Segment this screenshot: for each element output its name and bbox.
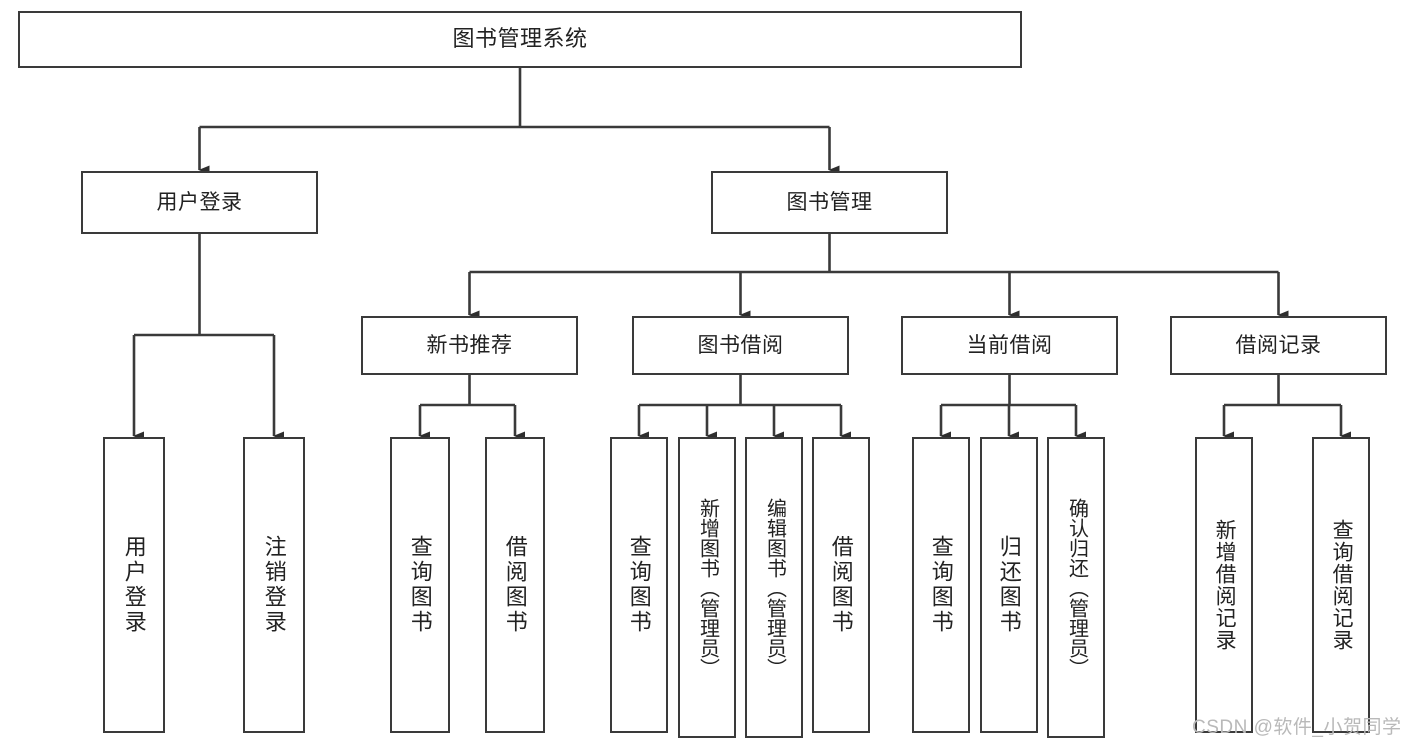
node-new-book-recommend[interactable]: 新书推荐: [361, 316, 578, 375]
node-leaf-user-login[interactable]: 用户登录: [103, 437, 165, 733]
node-label: 查询图书: [407, 535, 433, 635]
node-leaf-borrow-book-1[interactable]: 借阅图书: [485, 437, 545, 733]
node-leaf-edit-book[interactable]: 编辑图书（管理员）: [745, 437, 803, 738]
node-label: 用户登录: [121, 535, 147, 635]
node-leaf-query-book-1[interactable]: 查询图书: [390, 437, 450, 733]
node-user-login[interactable]: 用户登录: [81, 171, 318, 234]
node-label: 用户登录: [156, 190, 243, 214]
node-label: 图书借阅: [697, 333, 784, 357]
node-book-management[interactable]: 图书管理: [711, 171, 948, 234]
node-label: 图书管理系统: [452, 26, 588, 52]
node-leaf-add-book[interactable]: 新增图书（管理员）: [678, 437, 736, 738]
node-label: 图书管理: [786, 190, 873, 214]
node-label: 新增借阅记录: [1213, 519, 1237, 651]
node-label: 确认归还（管理员）: [1065, 497, 1088, 678]
node-label: 新增图书（管理员）: [696, 497, 719, 678]
node-leaf-query-book-2[interactable]: 查询图书: [610, 437, 668, 733]
node-root-system[interactable]: 图书管理系统: [18, 11, 1022, 68]
node-label: 编辑图书（管理员）: [763, 497, 786, 678]
node-leaf-borrow-book-2[interactable]: 借阅图书: [812, 437, 870, 733]
node-label: 新书推荐: [426, 333, 513, 357]
node-label: 当前借阅: [966, 333, 1053, 357]
node-current-borrow[interactable]: 当前借阅: [901, 316, 1118, 375]
node-leaf-query-record[interactable]: 查询借阅记录: [1312, 437, 1370, 733]
node-leaf-return-book[interactable]: 归还图书: [980, 437, 1038, 733]
node-label: 借阅图书: [502, 535, 528, 635]
node-label: 注销登录: [261, 535, 287, 635]
node-label: 查询图书: [626, 535, 652, 635]
node-leaf-add-record[interactable]: 新增借阅记录: [1195, 437, 1253, 733]
node-leaf-confirm-return[interactable]: 确认归还（管理员）: [1047, 437, 1105, 738]
node-label: 查询图书: [928, 535, 954, 635]
node-leaf-query-book-3[interactable]: 查询图书: [912, 437, 970, 733]
node-label: 归还图书: [996, 535, 1022, 635]
node-borrow-record[interactable]: 借阅记录: [1170, 316, 1387, 375]
node-book-borrow[interactable]: 图书借阅: [632, 316, 849, 375]
csdn-watermark: CSDN @软件_小贺同学: [1192, 717, 1402, 738]
node-label: 借阅图书: [828, 535, 854, 635]
node-label: 借阅记录: [1235, 333, 1322, 357]
node-leaf-logout[interactable]: 注销登录: [243, 437, 305, 733]
node-label: 查询借阅记录: [1330, 519, 1354, 651]
